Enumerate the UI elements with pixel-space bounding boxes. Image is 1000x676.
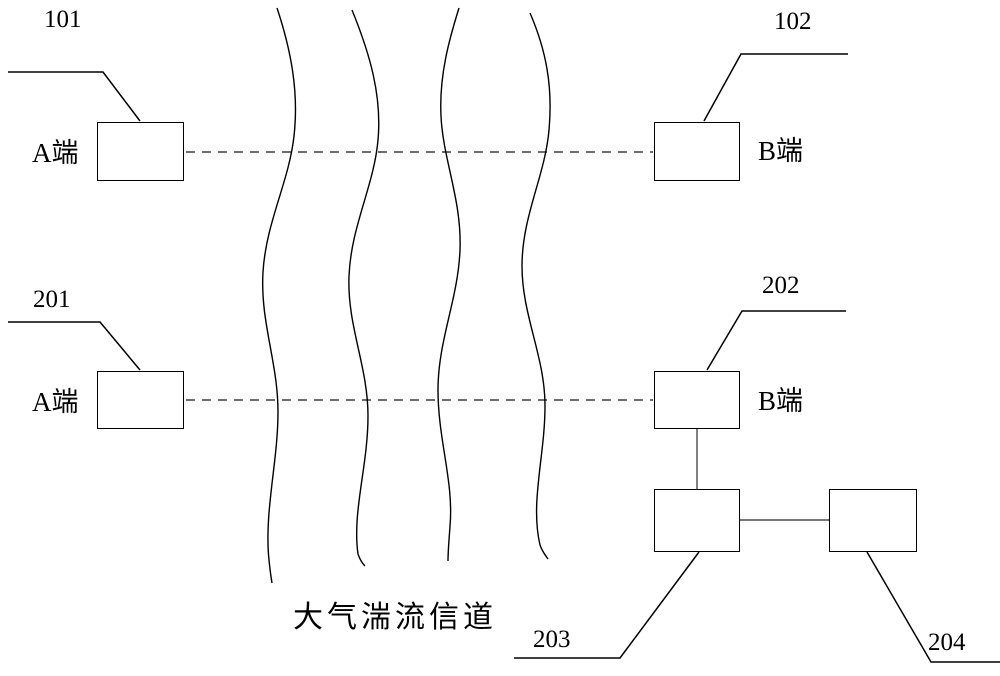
turbulence-wave-3 [437, 7, 461, 562]
ref-number-101: 101 [44, 6, 82, 33]
ref-number-202: 202 [762, 272, 800, 299]
terminal-a-label-top: A端 [32, 138, 79, 168]
module-box-204 [829, 489, 917, 552]
ref-number-102: 102 [774, 8, 812, 35]
module-box-203 [654, 489, 740, 552]
terminal-b-label-bottom: B端 [758, 386, 804, 416]
terminal-b-box-bottom [654, 371, 740, 429]
terminal-a-box-top [97, 122, 184, 181]
channel-caption: 大气湍流信道 [293, 601, 497, 634]
ref-number-204: 204 [928, 629, 966, 656]
leader-line-101 [8, 71, 141, 122]
terminal-b-label-top: B端 [758, 136, 804, 166]
turbulence-wave-2 [348, 9, 380, 567]
leader-line-202 [706, 310, 846, 371]
leader-line-204 [866, 551, 1000, 663]
terminal-a-label-bottom: A端 [32, 387, 79, 417]
terminal-a-box-bottom [97, 371, 184, 429]
leader-line-102 [703, 53, 848, 122]
ref-number-201: 201 [33, 286, 71, 313]
ref-number-203: 203 [533, 626, 571, 653]
terminal-b-box-top [654, 122, 740, 181]
leader-line-203 [514, 551, 700, 659]
turbulence-wave-4 [521, 12, 551, 560]
leader-line-201 [8, 321, 141, 371]
turbulence-wave-1 [261, 7, 297, 584]
